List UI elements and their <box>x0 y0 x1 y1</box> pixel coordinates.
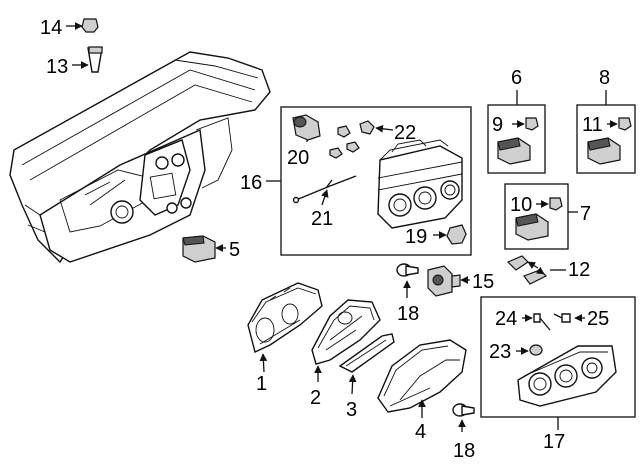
callout-17: 17 <box>543 431 565 453</box>
part-11-bulb <box>587 117 632 165</box>
callout-20: 20 <box>287 147 309 169</box>
callout-11: 11 <box>582 114 603 136</box>
instrument-panel <box>9 51 271 264</box>
part-20-knob <box>292 114 321 142</box>
callout-15: 15 <box>472 271 494 293</box>
callout-5: 5 <box>229 239 240 261</box>
part-9-bulb <box>497 117 539 165</box>
callout-3: 3 <box>346 399 357 421</box>
callout-21: 21 <box>311 208 333 230</box>
callout-4: 4 <box>415 421 426 443</box>
part-19-cap <box>433 224 467 245</box>
part-4-hood <box>377 339 467 418</box>
callout-2: 2 <box>310 387 321 409</box>
callout-13: 13 <box>46 56 68 78</box>
box-8 <box>576 104 636 174</box>
part-12-clips <box>506 255 566 285</box>
callout-9: 9 <box>492 114 503 136</box>
callout-14: 14 <box>40 17 62 39</box>
callout-1: 1 <box>256 373 267 395</box>
part-14-cap <box>66 18 99 33</box>
heater-control-17 <box>517 345 617 407</box>
part-10-bulb <box>515 197 563 241</box>
callout-12: 12 <box>568 259 590 281</box>
part-23-bolt <box>516 344 543 356</box>
part-2-bezel <box>311 299 381 382</box>
callout-23: 23 <box>489 341 511 363</box>
part-18-screw-lower <box>452 403 475 432</box>
callout-6: 6 <box>511 67 522 89</box>
part-24-screw <box>522 313 551 331</box>
part-5-switch <box>182 235 226 263</box>
box-7 <box>504 183 569 250</box>
callout-18b: 18 <box>453 440 475 462</box>
part-15-sensor <box>427 265 470 297</box>
part-1-cluster <box>247 282 323 373</box>
callout-25: 25 <box>587 308 609 330</box>
box-6 <box>487 104 546 174</box>
callout-10: 10 <box>510 194 532 216</box>
callout-19: 19 <box>405 226 427 248</box>
part-18-screw-upper <box>396 263 419 298</box>
part-13-bulb <box>72 46 103 73</box>
callout-18a: 18 <box>397 303 419 325</box>
callout-7: 7 <box>580 203 591 225</box>
callout-24: 24 <box>495 308 517 330</box>
callout-8: 8 <box>599 67 610 89</box>
callout-22: 22 <box>394 122 416 144</box>
heater-control-16 <box>377 139 463 229</box>
part-21-cable <box>292 175 357 206</box>
part-3-lens <box>338 333 395 395</box>
part-small-screws-16 <box>329 120 394 159</box>
callout-16: 16 <box>240 172 262 194</box>
part-25-screw <box>553 313 585 323</box>
